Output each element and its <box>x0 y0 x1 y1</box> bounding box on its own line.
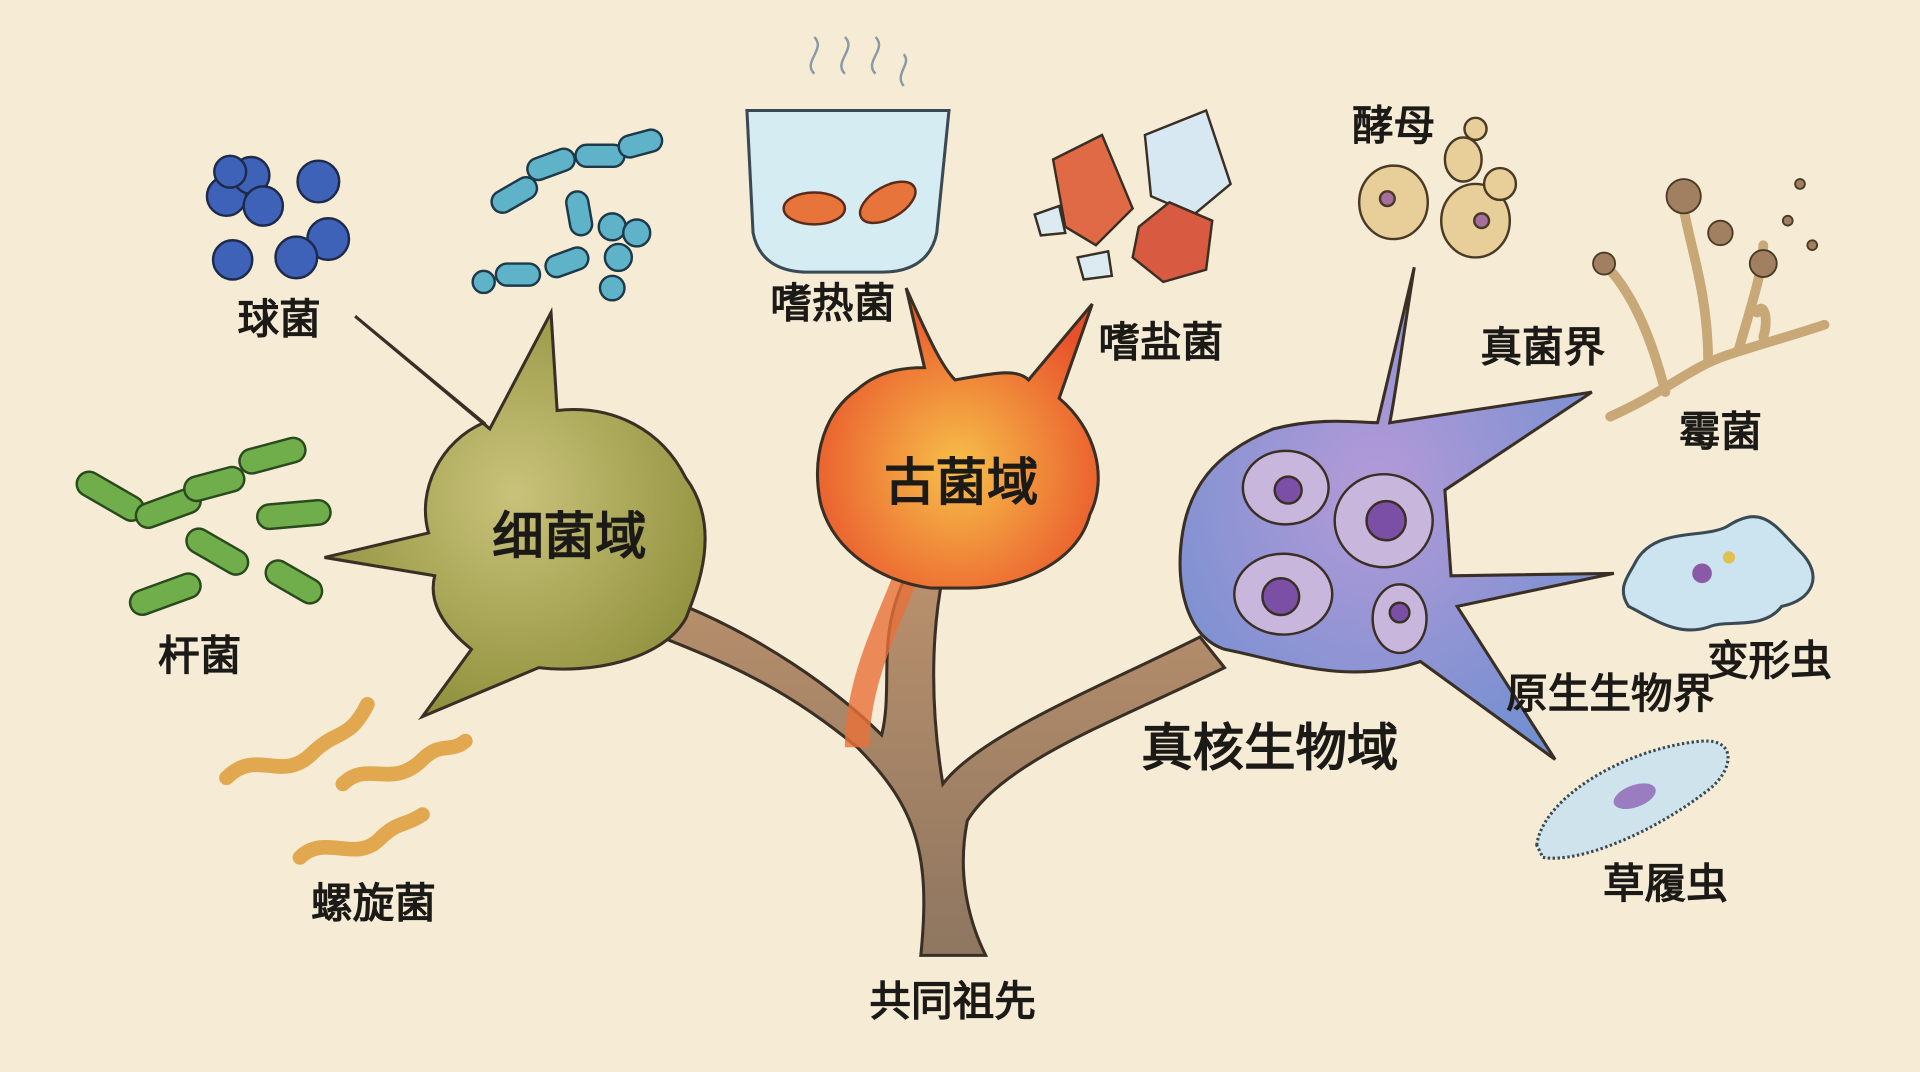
eukarya-domain-blob <box>1178 266 1615 761</box>
halophile-crystals-illustration <box>1033 108 1233 284</box>
label-bacilli: 杆菌 <box>158 631 241 680</box>
spirilla-illustration <box>219 697 473 865</box>
label-fungi-kingdom: 真菌界 <box>1480 323 1605 372</box>
label-eukarya-domain: 真核生物域 <box>1141 719 1398 779</box>
label-protist-kingdom: 原生生物界 <box>1506 669 1715 718</box>
chain-cocci-illustration <box>471 128 664 302</box>
label-halophile: 嗜盐菌 <box>1098 318 1223 367</box>
eukaryotic-cells <box>1233 449 1434 655</box>
label-common-ancestor: 共同祖先 <box>869 976 1036 1025</box>
label-amoeba: 变形虫 <box>1707 636 1832 685</box>
label-mold: 霉菌 <box>1679 407 1762 456</box>
yeast-illustration <box>1357 116 1518 259</box>
mold-illustration <box>1592 178 1830 422</box>
label-archaea-domain: 古菌域 <box>884 453 1038 513</box>
thermophile-illustration <box>745 36 951 274</box>
labels: 球菌 杆菌 螺旋菌 细菌域 嗜热菌 嗜盐菌 古菌域 真核生物域 真菌界 酵母 霉… <box>158 101 1832 1026</box>
paramecium-illustration <box>1535 739 1730 860</box>
label-cocci: 球菌 <box>238 294 321 343</box>
bacteria-domain-blob <box>324 306 707 721</box>
label-thermophile: 嗜热菌 <box>770 278 895 327</box>
cocci-illustration <box>205 154 351 281</box>
archaea-domain-blob <box>816 287 1100 590</box>
label-bacteria-domain: 细菌域 <box>492 507 646 567</box>
bacilli-illustration <box>75 436 332 617</box>
amoeba-illustration <box>1621 515 1815 632</box>
label-paramecium: 草履虫 <box>1603 859 1728 908</box>
label-yeast: 酵母 <box>1352 101 1435 150</box>
label-spirilla: 螺旋菌 <box>311 878 436 927</box>
